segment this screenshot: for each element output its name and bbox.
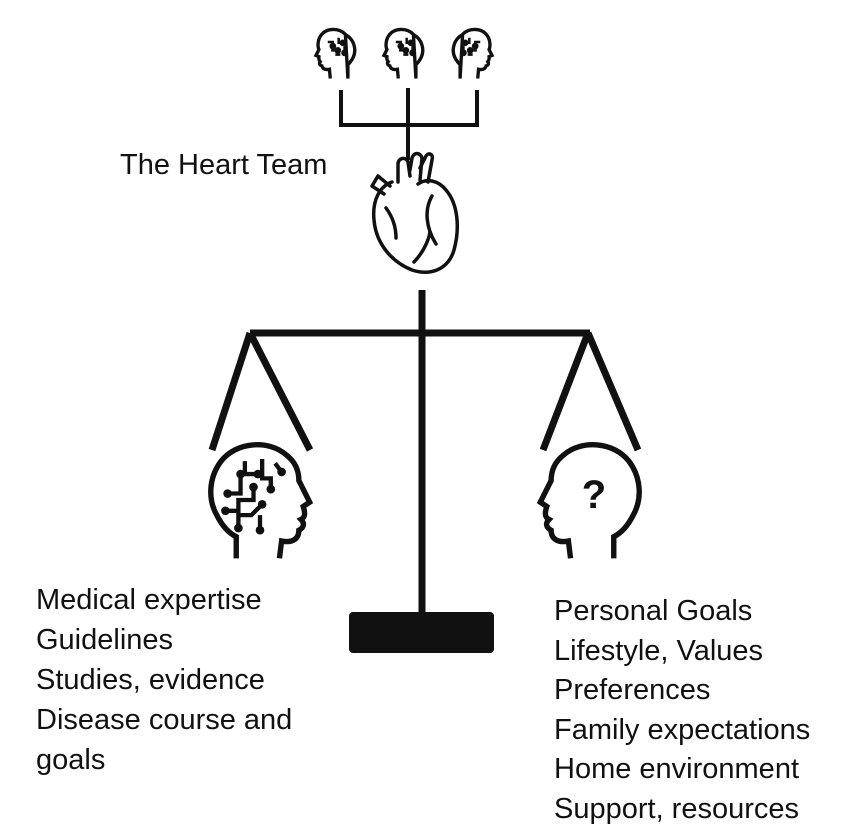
list-item: Guidelines <box>36 624 174 656</box>
left-pan-string-right <box>246 331 314 452</box>
list-item: Personal Goals <box>554 595 753 627</box>
list-item: Disease course and <box>36 704 293 736</box>
scale-base <box>349 612 494 653</box>
team-member-head-1-icon <box>314 27 357 81</box>
list-item: Medical expertise <box>36 584 262 616</box>
list-item: Family expectations <box>554 713 811 746</box>
question-head-icon <box>536 442 642 559</box>
list-item: Lifestyle, Values <box>554 634 764 667</box>
heart-team-label: The Heart Team <box>120 149 328 181</box>
list-item: goals <box>36 744 106 776</box>
list-item: Studies, evidence <box>36 664 265 696</box>
team-connector <box>339 88 479 160</box>
right-pan-string-left <box>539 331 592 452</box>
right-pan-string-right <box>584 331 642 452</box>
list-item: Support, resources <box>554 792 800 825</box>
list-item: Home environment <box>554 753 799 785</box>
team-member-head-2-icon <box>382 27 425 81</box>
personal-factors-list: Personal Goals Lifestyle, Values Prefere… <box>554 592 810 829</box>
heart-icon <box>370 151 460 274</box>
team-member-head-3-icon <box>451 27 494 81</box>
balance-scale <box>208 290 642 616</box>
left-pan-string-left <box>208 331 254 452</box>
question-mark-symbol: ? <box>582 473 606 517</box>
medical-factors-list: Medical expertise Guidelines Studies, ev… <box>36 580 292 780</box>
list-item: Preferences <box>554 674 711 706</box>
brain-circuit-head-icon <box>208 442 314 559</box>
